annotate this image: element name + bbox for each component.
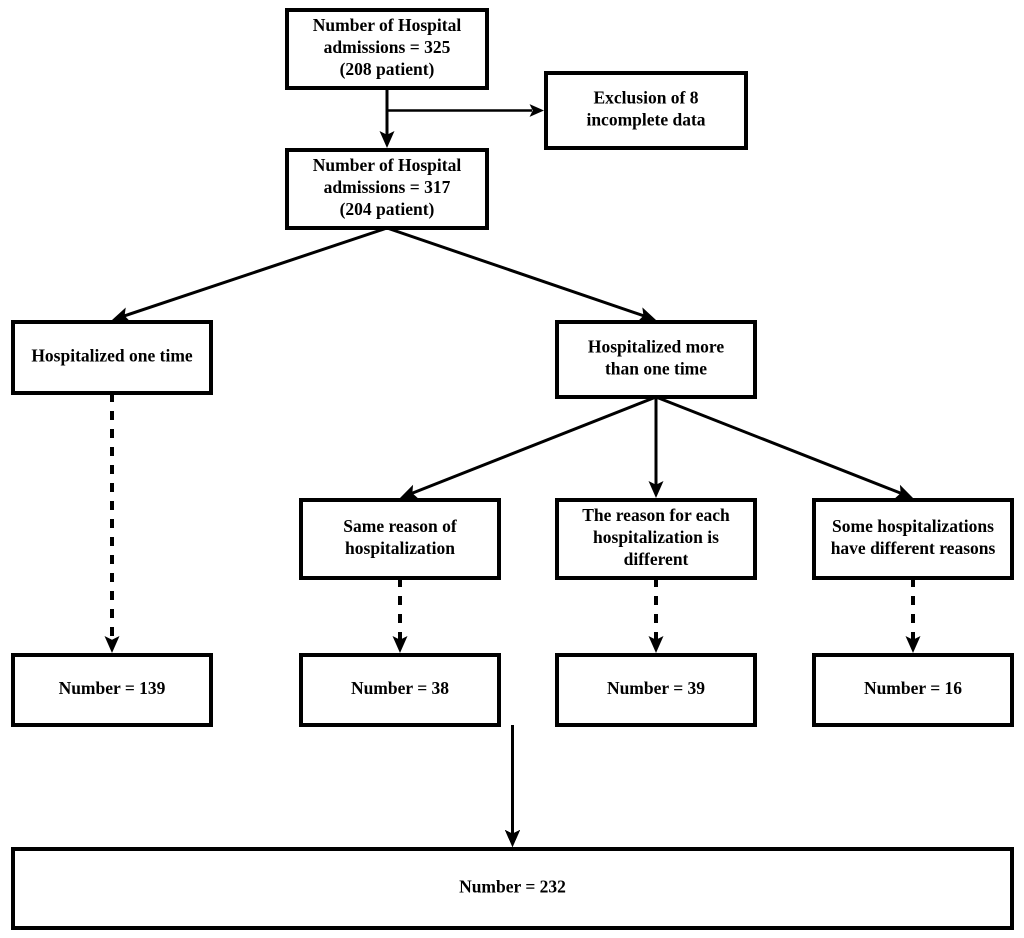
- hospitalized-one-time-box: Hospitalized one time: [11, 320, 213, 395]
- number-39-box-outline: [555, 653, 757, 727]
- arrow-head: [529, 104, 544, 117]
- same-reason-box-line-0: Same reason of: [343, 516, 457, 536]
- different-reason-box-outline: [555, 498, 757, 580]
- edges-layer: [104, 88, 921, 847]
- arrow-head: [505, 830, 520, 847]
- edge-more-to-same: [400, 395, 657, 499]
- exclusion-box-line-1: incomplete data: [586, 110, 705, 130]
- included-admissions-box-line-1: admissions = 317: [324, 177, 451, 197]
- edge-16-to-total: [505, 725, 520, 847]
- number-139-box-outline: [11, 653, 213, 727]
- included-admissions-box-outline: [285, 148, 489, 230]
- edge-different-to-39: [648, 578, 664, 653]
- arrow-head: [379, 131, 395, 148]
- same-reason-box-line-1: hospitalization: [345, 538, 455, 558]
- exclusion-box-line-0: Exclusion of 8: [593, 88, 698, 108]
- arrow-head: [648, 481, 664, 498]
- number-139-box-line-0: Number = 139: [59, 678, 166, 698]
- total-admissions-box-line-1: admissions = 325: [324, 37, 451, 57]
- exclusion-box-outline: [544, 71, 748, 150]
- total-number-box-line-0: Number = 232: [459, 877, 566, 897]
- hospitalized-more-than-one-time-box-line-1: than one time: [605, 359, 707, 379]
- arrow-head: [894, 484, 913, 499]
- number-16-box-line-0: Number = 16: [864, 678, 962, 698]
- edge-more-to-some: [655, 395, 913, 499]
- number-139-box: Number = 139: [11, 653, 213, 727]
- number-38-box: Number = 38: [299, 653, 501, 727]
- total-number-box: Number = 232: [11, 847, 1014, 930]
- edge-more-to-different: [648, 397, 664, 498]
- hospitalized-one-time-box-outline: [11, 320, 213, 395]
- arrow-head: [905, 636, 921, 653]
- some-different-reasons-box-line-0: Some hospitalizations: [832, 516, 994, 536]
- edge-some-to-16: [905, 578, 921, 653]
- edge-317-to-one-time: [112, 226, 388, 322]
- different-reason-box-line-1: hospitalization is: [593, 527, 719, 547]
- edge-317-to-more-times: [386, 226, 656, 322]
- total-number-box-outline: [11, 847, 1014, 930]
- number-16-box: Number = 16: [812, 653, 1014, 727]
- number-39-box: Number = 39: [555, 653, 757, 727]
- number-39-box-line-0: Number = 39: [607, 678, 705, 698]
- some-different-reasons-box-line-1: have different reasons: [831, 538, 996, 558]
- different-reason-box-line-2: different: [624, 549, 689, 569]
- same-reason-box-outline: [299, 498, 501, 580]
- total-admissions-box-line-0: Number of Hospital: [313, 15, 462, 35]
- total-admissions-box-outline: [285, 8, 489, 90]
- included-admissions-box-line-2: (204 patient): [340, 199, 435, 219]
- hospitalized-more-than-one-time-box-line-0: Hospitalized more: [588, 337, 724, 357]
- different-reason-box-line-0: The reason for each: [582, 505, 730, 525]
- total-admissions-box-line-2: (208 patient): [340, 59, 435, 79]
- edge-325-to-exclusion: [385, 88, 544, 117]
- arrow-head: [112, 307, 131, 322]
- arrow-head: [637, 307, 656, 322]
- hospitalized-more-than-one-time-box-outline: [555, 320, 757, 399]
- hospitalized-one-time-box-line-0: Hospitalized one time: [31, 346, 193, 366]
- included-admissions-box-line-0: Number of Hospital: [313, 155, 462, 175]
- arrow-head: [104, 636, 120, 653]
- arrow-head: [648, 636, 664, 653]
- edge-same-to-38: [392, 578, 408, 653]
- some-different-reasons-box-outline: [812, 498, 1014, 580]
- arrow-head: [392, 636, 408, 653]
- number-38-box-outline: [299, 653, 501, 727]
- arrow-head: [400, 484, 419, 499]
- number-38-box-line-0: Number = 38: [351, 678, 449, 698]
- number-16-box-outline: [812, 653, 1014, 727]
- edge-one-time-to-139: [104, 393, 120, 653]
